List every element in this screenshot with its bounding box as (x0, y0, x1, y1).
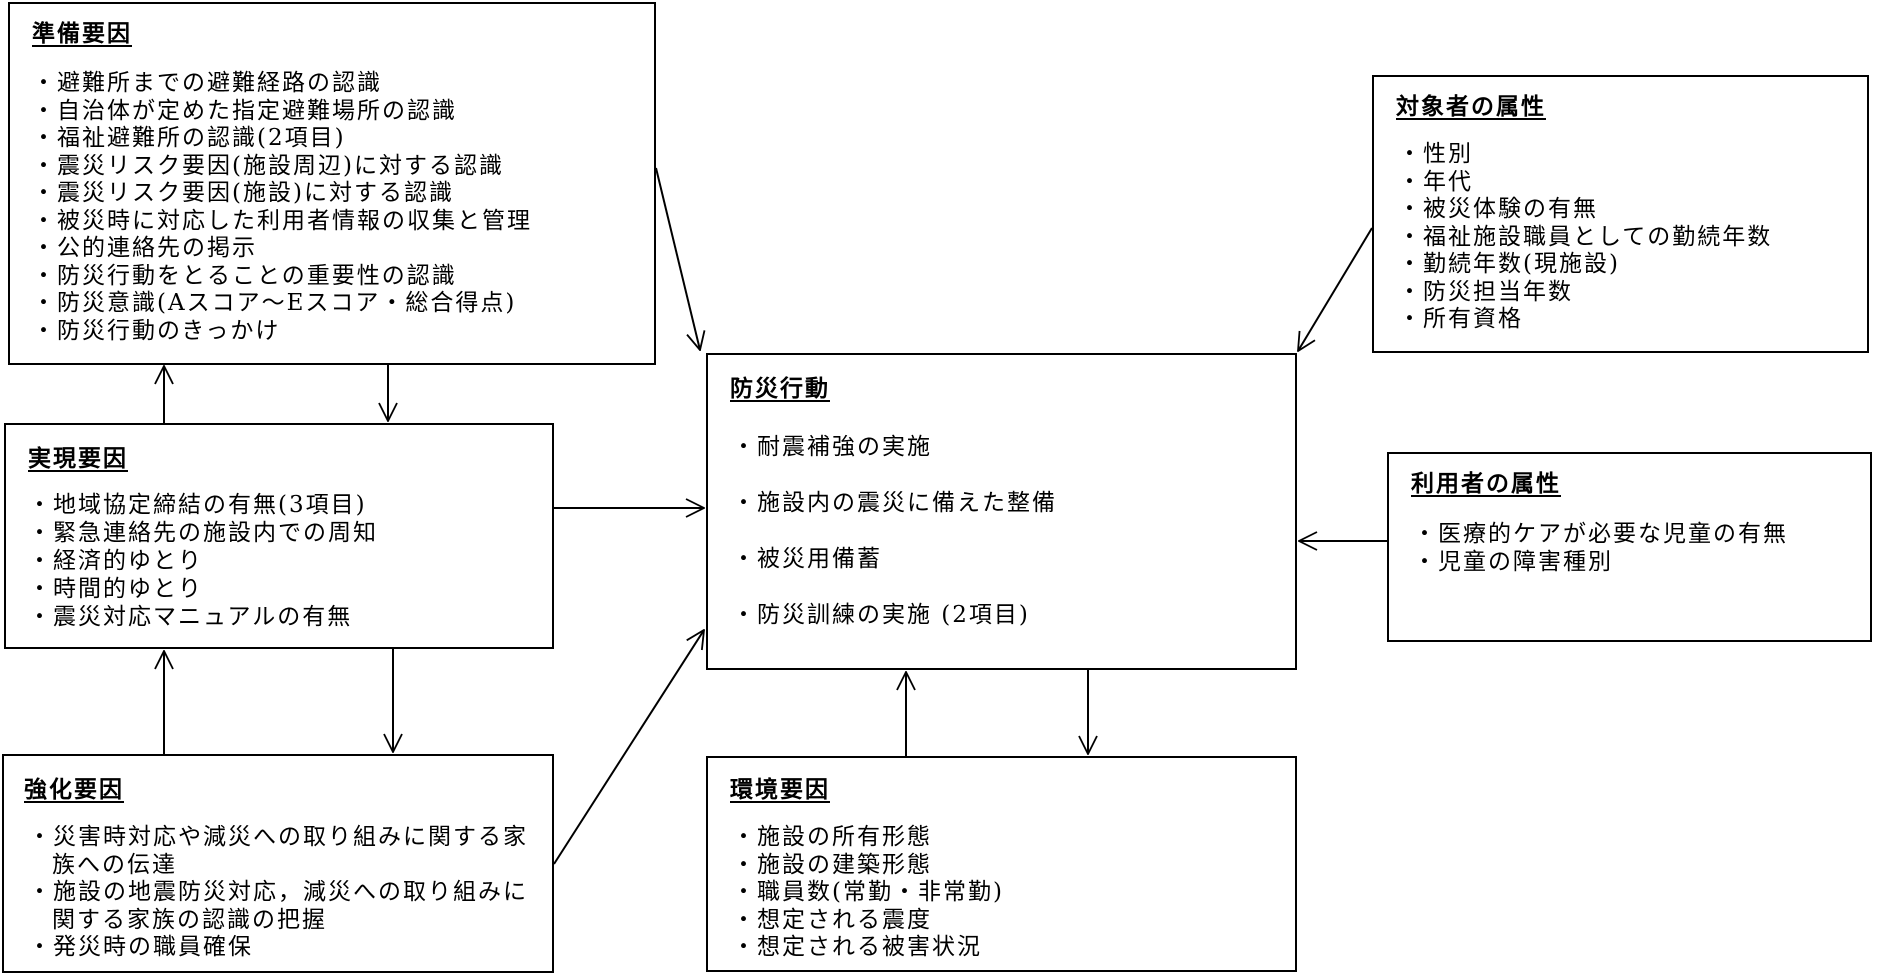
box-title: 対象者の属性 (1396, 94, 1546, 120)
list-item: ・被災体験の有無 (1398, 196, 1598, 222)
list-item: ・想定される震度 (732, 906, 932, 933)
list-item: ・緊急連絡先の施設内での周知 (28, 520, 378, 546)
list-item: ・福祉避難所の認識(2項目) (32, 125, 346, 151)
item-list: ・地域協定締結の有無(3項目)・緊急連絡先の施設内での周知・経済的ゆとり・時間的… (28, 491, 378, 631)
list-item: ・施設の地震防災対応，減災への取り組みに関する家族の認識の把握 (28, 879, 528, 933)
box-title: 準備要因 (32, 21, 132, 47)
list-item: ・施設の所有形態 (732, 824, 932, 850)
box-junbi-youin: 準備要因 ・避難所までの避難経路の認識・自治体が定めた指定避難場所の認識・福祉避… (8, 2, 656, 365)
list-item: ・地域協定締結の有無(3項目) (28, 492, 367, 518)
box-title: 環境要因 (730, 777, 830, 803)
list-item: ・震災リスク要因(施設)に対する認識 (32, 180, 454, 206)
list-item: ・公的連絡先の掲示 (32, 235, 257, 261)
box-title: 利用者の属性 (1411, 471, 1561, 497)
list-item: ・性別 (1398, 141, 1473, 167)
box-title: 強化要因 (24, 777, 124, 803)
list-item: ・防災担当年数 (1398, 278, 1573, 305)
box-kankyou-youin: 環境要因 ・施設の所有形態・施設の建築形態・職員数(常勤・非常勤)・想定される震… (706, 756, 1297, 972)
item-list: ・災害時対応や減災への取り組みに関する家族への伝達・施設の地震防災対応，減災への… (28, 824, 528, 962)
list-item: ・経済的ゆとり (28, 548, 203, 574)
arrow-junbi-to-bousai (655, 167, 700, 350)
box-jitsugen-youin: 実現要因 ・地域協定締結の有無(3項目)・緊急連絡先の施設内での周知・経済的ゆと… (4, 423, 554, 649)
list-item: ・被災用備蓄 (732, 546, 882, 572)
list-item: ・年代 (1398, 168, 1473, 195)
list-item: ・震災対応マニュアルの有無 (28, 604, 353, 630)
list-item: ・災害時対応や減災への取り組みに関する家族への伝達 (28, 824, 528, 878)
list-item: ・防災意識(Aスコア～Eスコア・総合得点) (32, 290, 517, 316)
box-riyousha-zokusei: 利用者の属性 ・医療的ケアが必要な児童の有無・児童の障害種別 (1387, 452, 1872, 642)
list-item: ・発災時の職員確保 (28, 934, 253, 960)
box-title: 実現要因 (28, 446, 128, 472)
list-item: ・医療的ケアが必要な児童の有無 (1413, 521, 1788, 547)
list-item: ・施設の建築形態 (732, 851, 932, 878)
item-list: ・避難所までの避難経路の認識・自治体が定めた指定避難場所の認識・福祉避難所の認識… (32, 70, 532, 345)
list-item: ・震災リスク要因(施設周辺)に対する認識 (32, 152, 504, 179)
list-item: ・時間的ゆとり (28, 576, 203, 602)
item-list: ・医療的ケアが必要な児童の有無・児童の障害種別 (1413, 520, 1788, 576)
arrow-taishousha-to-bousai (1298, 227, 1373, 351)
list-item: ・職員数(常勤・非常勤) (732, 879, 1004, 905)
arrow-kyouka-to-bousai (553, 630, 704, 865)
list-item: ・自治体が定めた指定避難場所の認識 (32, 97, 457, 124)
list-item: ・児童の障害種別 (1413, 549, 1613, 575)
box-kyouka-youin: 強化要因 ・災害時対応や減災への取り組みに関する家族への伝達・施設の地震防災対応… (2, 754, 554, 973)
item-list: ・性別・年代・被災体験の有無・福祉施設職員としての勤続年数・勤続年数(現施設)・… (1398, 141, 1772, 334)
list-item: ・防災訓練の実施 (2項目) (732, 602, 1030, 628)
box-taishousha-zokusei: 対象者の属性 ・性別・年代・被災体験の有無・福祉施設職員としての勤続年数・勤続年… (1372, 75, 1869, 353)
item-list: ・耐震補強の実施・施設内の震災に備えた整備・被災用備蓄・防災訓練の実施 (2項目… (732, 419, 1057, 643)
list-item: ・防災行動をとることの重要性の認識 (32, 262, 457, 289)
box-title: 防災行動 (730, 376, 830, 402)
list-item: ・防災行動のきっかけ (32, 317, 281, 344)
item-list: ・施設の所有形態・施設の建築形態・職員数(常勤・非常勤)・想定される震度・想定さ… (732, 824, 1004, 962)
list-item: ・所有資格 (1398, 306, 1523, 332)
list-item: ・想定される被害状況 (732, 934, 982, 960)
list-item: ・避難所までの避難経路の認識 (32, 70, 382, 96)
list-item: ・施設内の震災に備えた整備 (732, 490, 1057, 516)
list-item: ・耐震補強の実施 (732, 434, 932, 460)
box-bousai-koudou: 防災行動 ・耐震補強の実施・施設内の震災に備えた整備・被災用備蓄・防災訓練の実施… (706, 353, 1297, 670)
list-item: ・被災時に対応した利用者情報の収集と管理 (32, 207, 532, 234)
list-item: ・福祉施設職員としての勤続年数 (1398, 223, 1773, 250)
list-item: ・勤続年数(現施設) (1398, 251, 1620, 277)
